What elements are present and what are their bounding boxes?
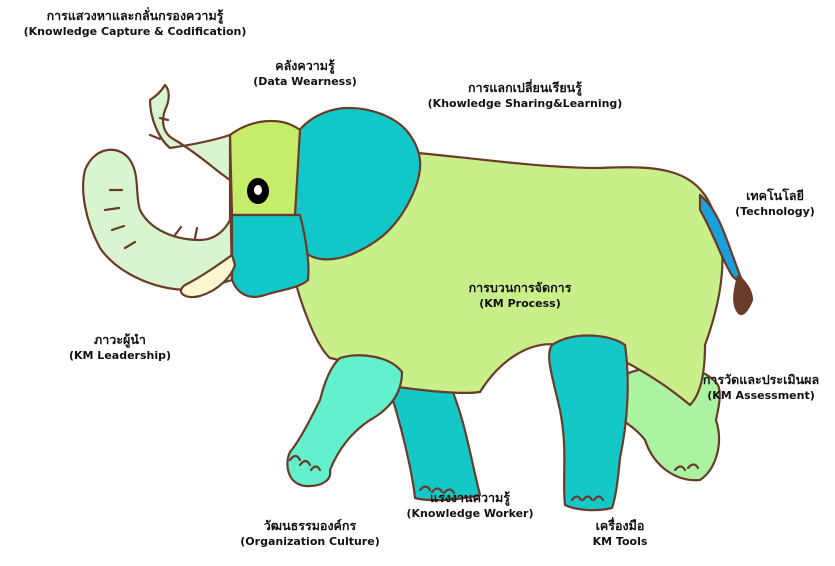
label-knowledge-sharing: การแลกเปลี่ยนเรียนรู้ (Khowledge Sharing… <box>420 80 630 112</box>
label-knowledge-capture-th: การแสวงหาและกลั่นกรองความรู้ <box>10 8 260 25</box>
label-km-assessment: การวัดและประเมินผล (KM Assessment) <box>690 372 832 404</box>
label-organization-culture-th: วัฒนธรรมองค์กร <box>225 518 395 535</box>
elephant-trunk <box>83 85 232 290</box>
label-km-assessment-th: การวัดและประเมินผล <box>690 372 832 389</box>
label-organization-culture: วัฒนธรรมองค์กร (Organization Culture) <box>225 518 395 550</box>
label-technology: เทคโนโลยี (Technology) <box>720 188 830 220</box>
label-data-wearness-th: คลังความรู้ <box>225 58 385 75</box>
label-km-tools-en: KM Tools <box>560 535 680 550</box>
front-leg-near <box>287 355 402 486</box>
label-km-leadership-en: (KM Leadership) <box>50 349 190 364</box>
label-knowledge-worker-en: (Knowledge Worker) <box>390 507 550 522</box>
label-technology-th: เทคโนโลยี <box>720 188 830 205</box>
back-leg-near <box>549 336 628 511</box>
label-knowledge-sharing-en: (Khowledge Sharing&Learning) <box>420 97 630 112</box>
label-knowledge-worker-th: แรงงานความรู้ <box>390 490 550 507</box>
elephant-eye-highlight <box>254 185 262 195</box>
label-knowledge-worker: แรงงานความรู้ (Knowledge Worker) <box>390 490 550 522</box>
label-km-leadership-th: ภาวะผู้นำ <box>50 332 190 349</box>
label-km-process-en: (KM Process) <box>440 297 600 312</box>
label-km-leadership: ภาวะผู้นำ (KM Leadership) <box>50 332 190 364</box>
label-knowledge-capture: การแสวงหาและกลั่นกรองความรู้ (Knowledge … <box>10 8 260 40</box>
label-km-process: การบวนการจัดการ (KM Process) <box>440 280 600 312</box>
label-km-tools-th: เครื่องมือ <box>560 518 680 535</box>
front-leg-far <box>388 385 480 500</box>
elephant-head-lower <box>232 215 308 297</box>
tail-tuft <box>734 276 752 314</box>
label-km-process-th: การบวนการจัดการ <box>440 280 600 297</box>
label-organization-culture-en: (Organization Culture) <box>225 535 395 550</box>
label-km-tools: เครื่องมือ KM Tools <box>560 518 680 550</box>
label-data-wearness: คลังความรู้ (Data Wearness) <box>225 58 385 90</box>
label-technology-en: (Technology) <box>720 205 830 220</box>
label-km-assessment-en: (KM Assessment) <box>690 389 832 404</box>
label-knowledge-sharing-th: การแลกเปลี่ยนเรียนรู้ <box>420 80 630 97</box>
label-data-wearness-en: (Data Wearness) <box>225 75 385 90</box>
label-knowledge-capture-en: (Knowledge Capture & Codification) <box>10 25 260 40</box>
